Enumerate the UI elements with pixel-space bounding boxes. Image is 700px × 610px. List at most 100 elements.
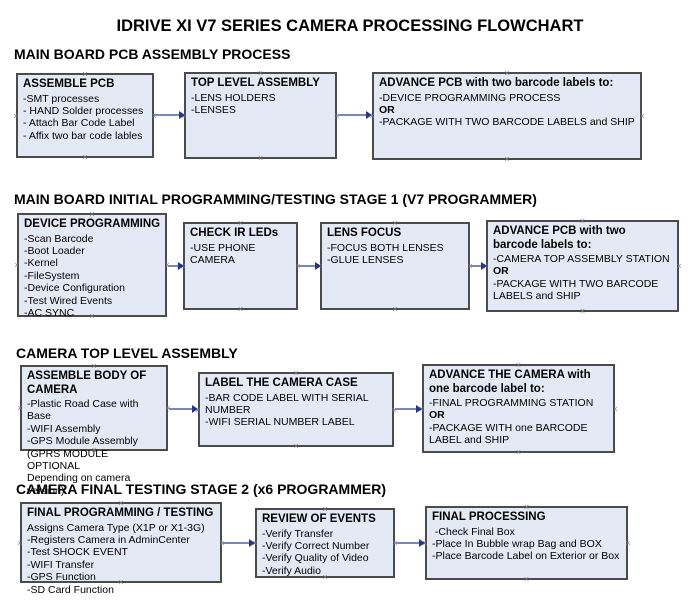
box-title: FINAL PROGRAMMING / TESTING [27, 507, 214, 519]
box-advance-pcb-row1: ADVANCE PCB with two barcode labels to: … [369, 69, 644, 164]
box-items: -Verify Transfer-Verify Correct Number -V… [262, 528, 389, 578]
section-heading-camera-top-assembly: CAMERA TOP LEVEL ASSEMBLY [16, 345, 238, 361]
flow-arrow [168, 262, 184, 270]
connection-handle-icon: × [82, 152, 88, 162]
box-item: -Place Barcode Label on Exterior or Box [432, 550, 620, 563]
connection-handle-icon: × [237, 304, 244, 314]
connection-handle-icon: × [17, 403, 23, 413]
box-item: - Affix two bar code lables [23, 129, 143, 142]
connection-handle-icon: × [504, 154, 510, 164]
connection-handle-icon: × [91, 445, 97, 455]
box-item: -Verify Transfer [262, 527, 334, 540]
box-item: -Verify Correct Number [262, 539, 370, 552]
box-title: LENS FOCUS [327, 227, 402, 239]
connection-handle-icon: × [334, 110, 340, 121]
connection-handle-icon: × [295, 261, 301, 271]
box-title: ADVANCE PCB with two barcode labels to: [493, 225, 626, 251]
box-item: -SMT processes [23, 92, 100, 105]
connection-handle-icon: × [82, 69, 88, 79]
section-heading-programming-stage1: MAIN BOARD INITIAL PROGRAMMING/TESTING S… [14, 191, 537, 207]
connection-handle-icon: × [392, 218, 398, 228]
box-title: CHECK IR LEDs [190, 227, 279, 239]
box-items: -BAR CODE LABEL WITH SERIAL NUMBER-WIFI … [205, 392, 388, 429]
connection-handle-icon: × [322, 572, 328, 582]
box-item: -Kernel [24, 257, 58, 270]
box-item: -PACKAGE WITH one BARCODE LABEL and SHIP [429, 421, 591, 447]
connection-handle-icon: × [579, 216, 586, 226]
connection-handle-icon: × [165, 403, 171, 413]
page-title: IDRIVE XI V7 SERIES CAMERA PROCESSING FL… [116, 17, 584, 35]
connection-handle-icon: × [612, 403, 618, 414]
box-item: -AC SYNC [24, 306, 75, 319]
flow-arrow [395, 405, 422, 413]
connection-handle-icon: × [392, 538, 398, 548]
box-item: -WIFI Transfer [27, 558, 95, 571]
connection-handle-icon: × [515, 360, 522, 370]
section-heading-pcb-assembly: MAIN BOARD PCB ASSEMBLY PROCESS [14, 46, 291, 62]
connection-handle-icon: × [237, 218, 244, 228]
section-heading-final-testing-stage2: CAMERA FINAL TESTING STAGE 2 (x6 PROGRAM… [16, 481, 386, 497]
box-item: -FINAL PROGRAMMING STATION [429, 397, 594, 409]
box-final-processing: FINAL PROCESSING -Check Final Box-Place … [422, 502, 630, 584]
box-item: -Check Final Box [432, 525, 515, 538]
box-item: -Test SHOCK EVENT [27, 546, 128, 559]
box-item: OR [379, 103, 395, 116]
connection-handle-icon: × [257, 68, 264, 78]
box-lens-focus: LENS FOCUS -FOCUS BOTH LENSES-GLUE LENSE… [317, 218, 472, 314]
connection-handle-icon: × [391, 404, 397, 415]
box-item: Assigns Camera Type (X1P or X1-3G) [27, 521, 205, 534]
box-item: -FileSystem [24, 269, 80, 282]
box-item: (GPRS MODULE OPTIONAL [27, 447, 112, 473]
box-review-of-events: REVIEW OF EVENTS -Verify Transfer-Verify… [252, 504, 397, 582]
connection-handle-icon: × [118, 498, 124, 508]
box-item: -WIFI SERIAL NUMBER LABEL [205, 416, 355, 429]
box-assemble-body: ASSEMBLE BODY OF CAMERA -Plastic Road Ca… [17, 361, 170, 497]
box-title: REVIEW OF EVENTS [262, 513, 376, 525]
box-item: -Place In Bubble wrap Bag and BOX [432, 537, 602, 550]
connection-handle-icon: × [625, 538, 631, 548]
box-title: ADVANCE THE CAMERA with one barcode labe… [429, 369, 591, 395]
box-label-camera-case: LABEL THE CAMERA CASE -BAR CODE LABEL WI… [195, 369, 396, 451]
box-item: -Scan Barcode [24, 232, 94, 245]
connection-handle-icon: × [293, 441, 299, 451]
box-advance-pcb-row2: ADVANCE PCB with two barcode labels to: … [483, 216, 681, 316]
box-title: ADVANCE PCB with two barcode labels to: [379, 77, 614, 89]
box-items: -LENS HOLDERS-LENSES [191, 92, 331, 117]
box-item: -Device Configuration [24, 282, 125, 295]
flow-arrow [338, 111, 372, 119]
box-item: -GPS Function [27, 571, 96, 584]
box-item: -Registers Camera in AdminCenter [27, 533, 190, 546]
connection-handle-icon: × [467, 261, 473, 271]
connection-handle-icon: × [118, 577, 124, 587]
connection-handle-icon: × [164, 260, 170, 270]
connection-handle-icon: × [523, 502, 530, 512]
flow-arrow [471, 262, 487, 270]
box-item: -FOCUS BOTH LENSES [327, 241, 444, 254]
connection-handle-icon: × [579, 306, 586, 316]
box-item: -PACKAGE WITH TWO BARCODE LABELS and SHI… [379, 116, 635, 129]
box-item: - Attach Bar Code Label [23, 117, 135, 130]
box-item: -SD Card Function [27, 583, 114, 596]
connection-handle-icon: × [14, 260, 20, 270]
box-item: -Verify Audio [262, 564, 321, 577]
box-title: DEVICE PROGRAMMING [24, 218, 161, 230]
connection-handle-icon: × [322, 504, 328, 514]
box-advance-camera: ADVANCE THE CAMERA with one barcode labe… [419, 360, 617, 457]
box-item: -Test Wired Events [24, 294, 113, 307]
box-item: OR [493, 265, 509, 278]
box-device-programming: DEVICE PROGRAMMING -Scan Barcode-Boot Lo… [14, 209, 169, 321]
box-item: Depending on camera version) [27, 472, 134, 497]
connection-handle-icon: × [89, 209, 95, 219]
box-item: -PACKAGE WITH TWO BARCODE LABELS and SHI… [493, 277, 662, 303]
box-item: OR [429, 409, 445, 422]
box-title: ASSEMBLE BODY OF CAMERA [27, 370, 147, 396]
connection-handle-icon: × [91, 361, 97, 371]
box-item: -BAR CODE LABEL WITH SERIAL NUMBER [205, 391, 372, 416]
box-title: ASSEMBLE PCB [23, 78, 115, 90]
flow-arrow [154, 111, 185, 119]
connection-handle-icon: × [150, 111, 158, 120]
box-top-level-assembly: TOP LEVEL ASSEMBLY -LENS HOLDERS-LENSES … [181, 68, 339, 163]
